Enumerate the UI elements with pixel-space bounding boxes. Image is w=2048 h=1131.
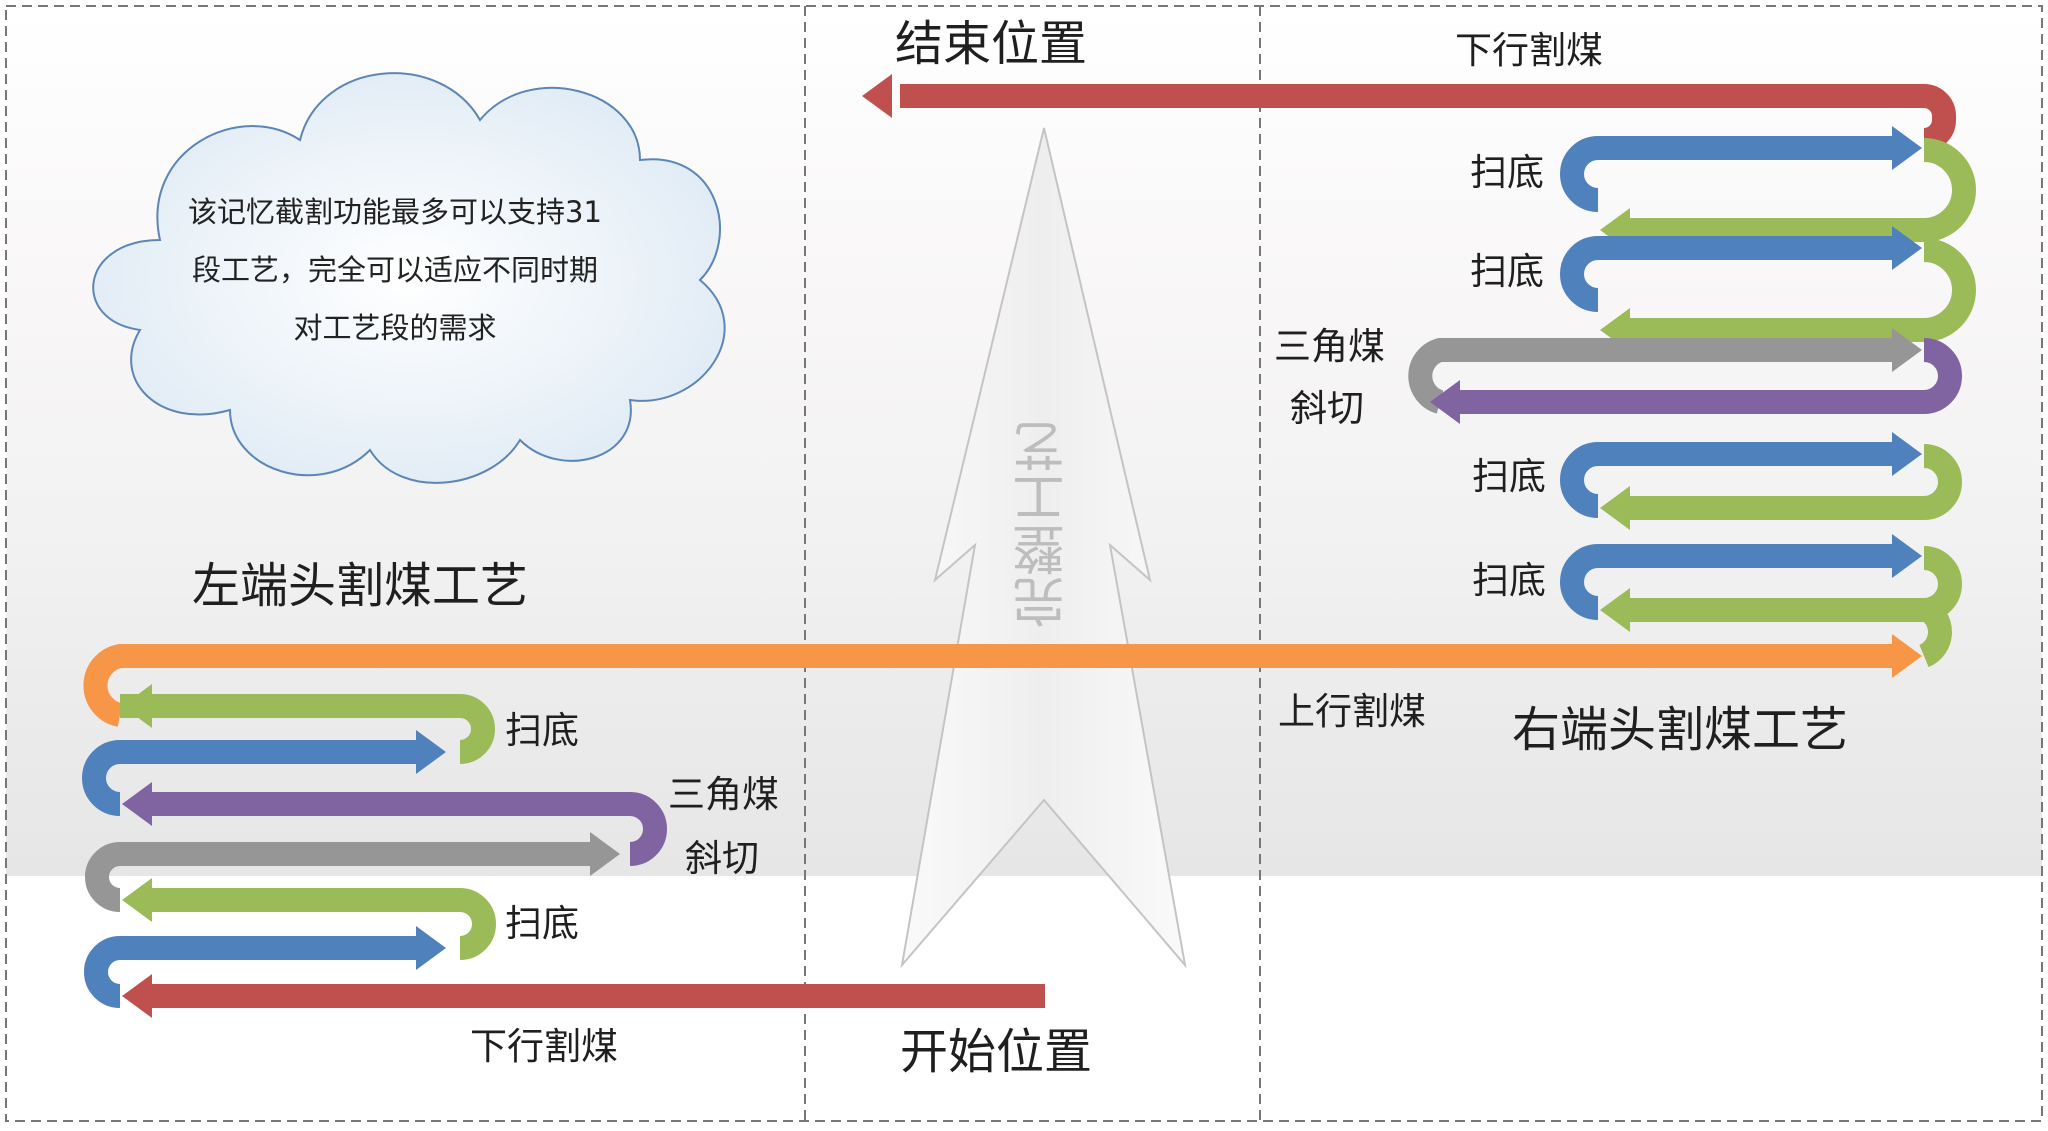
gray-arrow-l-head: [590, 832, 620, 876]
purple-arrow-l-head: [122, 782, 152, 826]
end-position-label: 结束位置: [895, 16, 1088, 72]
left-process-label: 左端头割煤工艺: [192, 558, 529, 614]
green-arrow-l2-head: [122, 878, 152, 922]
sweep-label-r2: 扫底: [1470, 250, 1544, 293]
sweep-label-r1: 扫底: [1470, 151, 1544, 194]
blue-arrow-r2-head: [1892, 226, 1922, 270]
green-arrow-r4-head: [1600, 588, 1630, 632]
blue-arrow-r1-body: [1560, 136, 1892, 212]
blue-arrow-r1-head: [1892, 126, 1922, 170]
purple-arrow-r-body: [1460, 338, 1962, 414]
blue-arrow-l2-head: [416, 926, 446, 970]
gray-arrow-l-body: [85, 842, 590, 912]
cloud-callout-text: 该记忆截割功能最多可以支持31 段工艺，完全可以适应不同时期 对工艺段的需求: [150, 183, 640, 357]
gray-arrow-r-head: [1892, 328, 1922, 372]
purple-arrow-r-head: [1430, 380, 1460, 424]
purple-arrow-l-body: [150, 792, 667, 866]
red-top-arrow-body: [900, 84, 1956, 152]
green-arrow-l2-body: [150, 888, 496, 960]
green-arrow-l1-head: [122, 684, 152, 728]
green-arrow-r2-body: [1630, 238, 1976, 342]
triangle-coal-label-right: 三角煤: [1274, 325, 1385, 368]
cloud-line-2: 段工艺，完全可以适应不同时期: [191, 253, 598, 287]
start-position-label: 开始位置: [900, 1024, 1093, 1080]
blue-arrow-r3-head: [1892, 432, 1922, 476]
green-arrow-r3-body: [1630, 444, 1962, 520]
right-process-label: 右端头割煤工艺: [1512, 702, 1849, 758]
sweep-label-r3: 扫底: [1472, 455, 1546, 498]
sweep-label-l2: 扫底: [505, 902, 579, 945]
blue-arrow-l1-head: [416, 730, 446, 774]
red-top-arrow-head: [862, 74, 892, 118]
complete-process-label: 完整工艺: [1014, 420, 1074, 628]
downward-cut-bottom-label: 下行割煤: [470, 1025, 618, 1068]
green-arrow-l1-body: [120, 694, 495, 764]
outer-frame: [5, 5, 2043, 1122]
green-arrow-r3-head: [1600, 486, 1630, 530]
green-arrow-r5-body: [1918, 596, 1952, 668]
triangle-coal-label-left: 三角煤: [668, 773, 779, 816]
blue-arrow-r3-body: [1560, 442, 1892, 518]
blue-arrow-r4-head: [1892, 534, 1922, 578]
cloud-line-3: 对工艺段的需求: [293, 311, 497, 345]
cloud-line-1: 该记忆截割功能最多可以支持31: [188, 195, 602, 229]
sweep-label-r4: 扫底: [1472, 559, 1546, 602]
blue-arrow-r4-body: [1560, 544, 1892, 620]
complete-process-arrow: [900, 127, 1187, 969]
upward-cut-label: 上行割煤: [1278, 690, 1426, 733]
blue-arrow-l2-body: [84, 936, 416, 1008]
oblique-cut-label-right: 斜切: [1290, 387, 1364, 430]
gray-arrow-r-body: [1408, 338, 1892, 414]
blue-arrow-r2-body: [1560, 236, 1892, 312]
downward-cut-top-label: 下行割煤: [1455, 29, 1603, 72]
orange-arrow-body: [83, 644, 1892, 727]
oblique-cut-label-left: 斜切: [685, 837, 759, 880]
sweep-label-l1: 扫底: [505, 709, 579, 752]
red-bottom-arrow-head: [122, 974, 152, 1018]
green-arrow-r1-body: [1630, 138, 1976, 242]
blue-arrow-l1-body: [82, 740, 416, 816]
flow-arrows: [82, 74, 1976, 1018]
cloud-callout: [92, 72, 726, 484]
orange-arrow-head: [1892, 634, 1922, 678]
